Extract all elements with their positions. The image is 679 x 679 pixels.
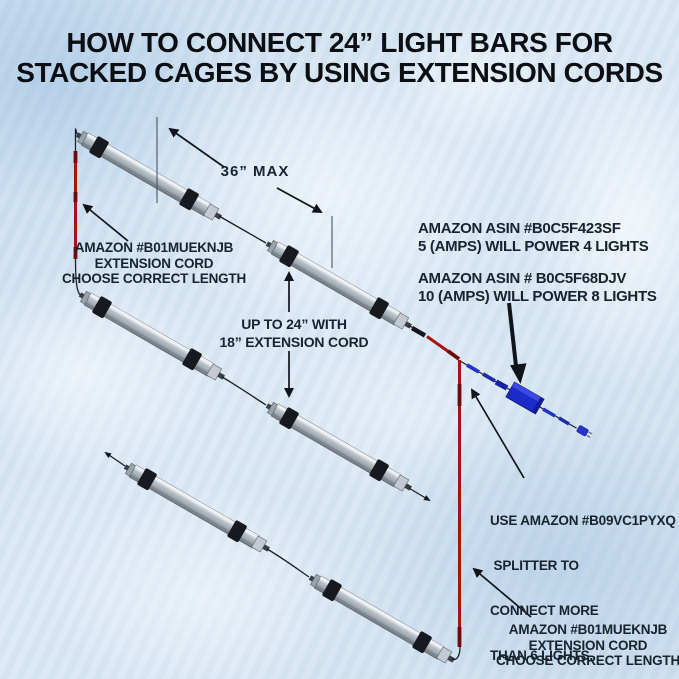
splitter-cord-segment (542, 407, 556, 418)
asin-5amp-label: AMAZON ASIN #B0C5F423SF 5 (AMPS) WILL PO… (418, 220, 678, 256)
left-cord-label: AMAZON #B01MUEKNJB EXTENSION CORD CHOOSE… (29, 240, 279, 287)
right-cord-label-line: CHOOSE CORRECT LENGTH (495, 653, 679, 668)
title-line-2: STACKED CAGES BY USING EXTENSION CORDS (16, 57, 663, 88)
diagonal-cord-connector (446, 349, 461, 361)
arrow-head (510, 363, 527, 384)
right-cord-label: AMAZON #B01MUEKNJB EXTENSION CORD CHOOSE… (488, 622, 679, 669)
dimension-ticks (156, 117, 333, 268)
power-plug (575, 424, 593, 439)
cables (74, 128, 461, 661)
splitter-label-line: SPLITTER TO (490, 558, 580, 573)
splitter-cord-segment (482, 372, 496, 383)
left-cord-label-line: EXTENSION CORD (94, 255, 214, 271)
arrow-left-cord-label (82, 203, 129, 242)
splitter-assembly (459, 360, 593, 439)
extension-cords (73, 151, 462, 647)
arrow-to-splitter-box (507, 302, 527, 384)
asin-10amp-line: AMAZON ASIN # B0C5F68DJV (418, 270, 627, 287)
asin-10amp-line: 10 (AMPS) WILL POWER 8 LIGHTS (418, 288, 657, 305)
splitter-label: USE AMAZON #B09VC1PYXQ SPLITTER TO CONNE… (490, 483, 679, 679)
splitter-cord-connector (494, 379, 509, 391)
max-span-label: 36” MAX (220, 163, 290, 180)
arrow-36max-left (168, 127, 225, 168)
cable-bar1-bar2 (218, 215, 267, 244)
splitter-label-line: CONNECT MORE (490, 603, 599, 618)
left-cord-label-line: CHOOSE CORRECT LENGTH (61, 271, 247, 286)
cable-right-cord-to-bar6 (451, 646, 461, 661)
asin-10amp-label: AMAZON ASIN # B0C5F68DJV 10 (AMPS) WILL … (418, 270, 678, 306)
left-cord-label-line: AMAZON #B01MUEKNJB (74, 240, 234, 255)
splitter-cord-segment (558, 416, 570, 426)
title-line-1: HOW TO CONNECT 24” LIGHT BARS FOR (66, 27, 613, 58)
splitter-box (505, 381, 545, 415)
arrow-right-cord-label (472, 567, 532, 618)
row-gap-line: UP TO 24” WITH (241, 316, 347, 332)
light-bar-4 (261, 396, 416, 498)
light-bar-5 (119, 457, 274, 559)
cable-bar4-loose-plug (408, 487, 431, 502)
cable-connector (410, 326, 427, 338)
splitter-label-line: USE AMAZON #B09VC1PYXQ (490, 513, 676, 528)
cable-bar3-bar4 (221, 376, 267, 406)
annotation-arrows (82, 127, 532, 618)
page-title: HOW TO CONNECT 24” LIGHT BARS FOR STACKE… (0, 28, 679, 88)
light-bars (71, 125, 459, 670)
asin-5amp-line: AMAZON ASIN #B0C5F423SF (418, 220, 621, 237)
arrow-36max-right (276, 187, 323, 213)
row-gap-line: 18” EXTENSION CORD (219, 333, 369, 350)
cable-left-cord-to-bar3 (74, 258, 81, 296)
cable-bar5-loose-plug (104, 451, 126, 467)
arrow-shaft (507, 302, 518, 367)
asin-5amp-line: 5 (AMPS) WILL POWER 4 LIGHTS (418, 238, 649, 255)
right-cord-label-line: AMAZON #B01MUEKNJB (508, 622, 668, 637)
cable-bar5-bar6 (266, 548, 310, 578)
splitter-label-line: THAN 6 LIGHTS. (490, 648, 593, 663)
cable-bar1-to-left-cord (74, 128, 78, 151)
right-cord-label-line: EXTENSION CORD (528, 637, 648, 653)
splitter-cord-segment (466, 363, 480, 374)
arrow-splitter-label (470, 388, 525, 479)
row-gap-label: UP TO 24” WITH 18” EXTENSION CORD (194, 316, 394, 351)
light-bar-6 (304, 568, 459, 670)
